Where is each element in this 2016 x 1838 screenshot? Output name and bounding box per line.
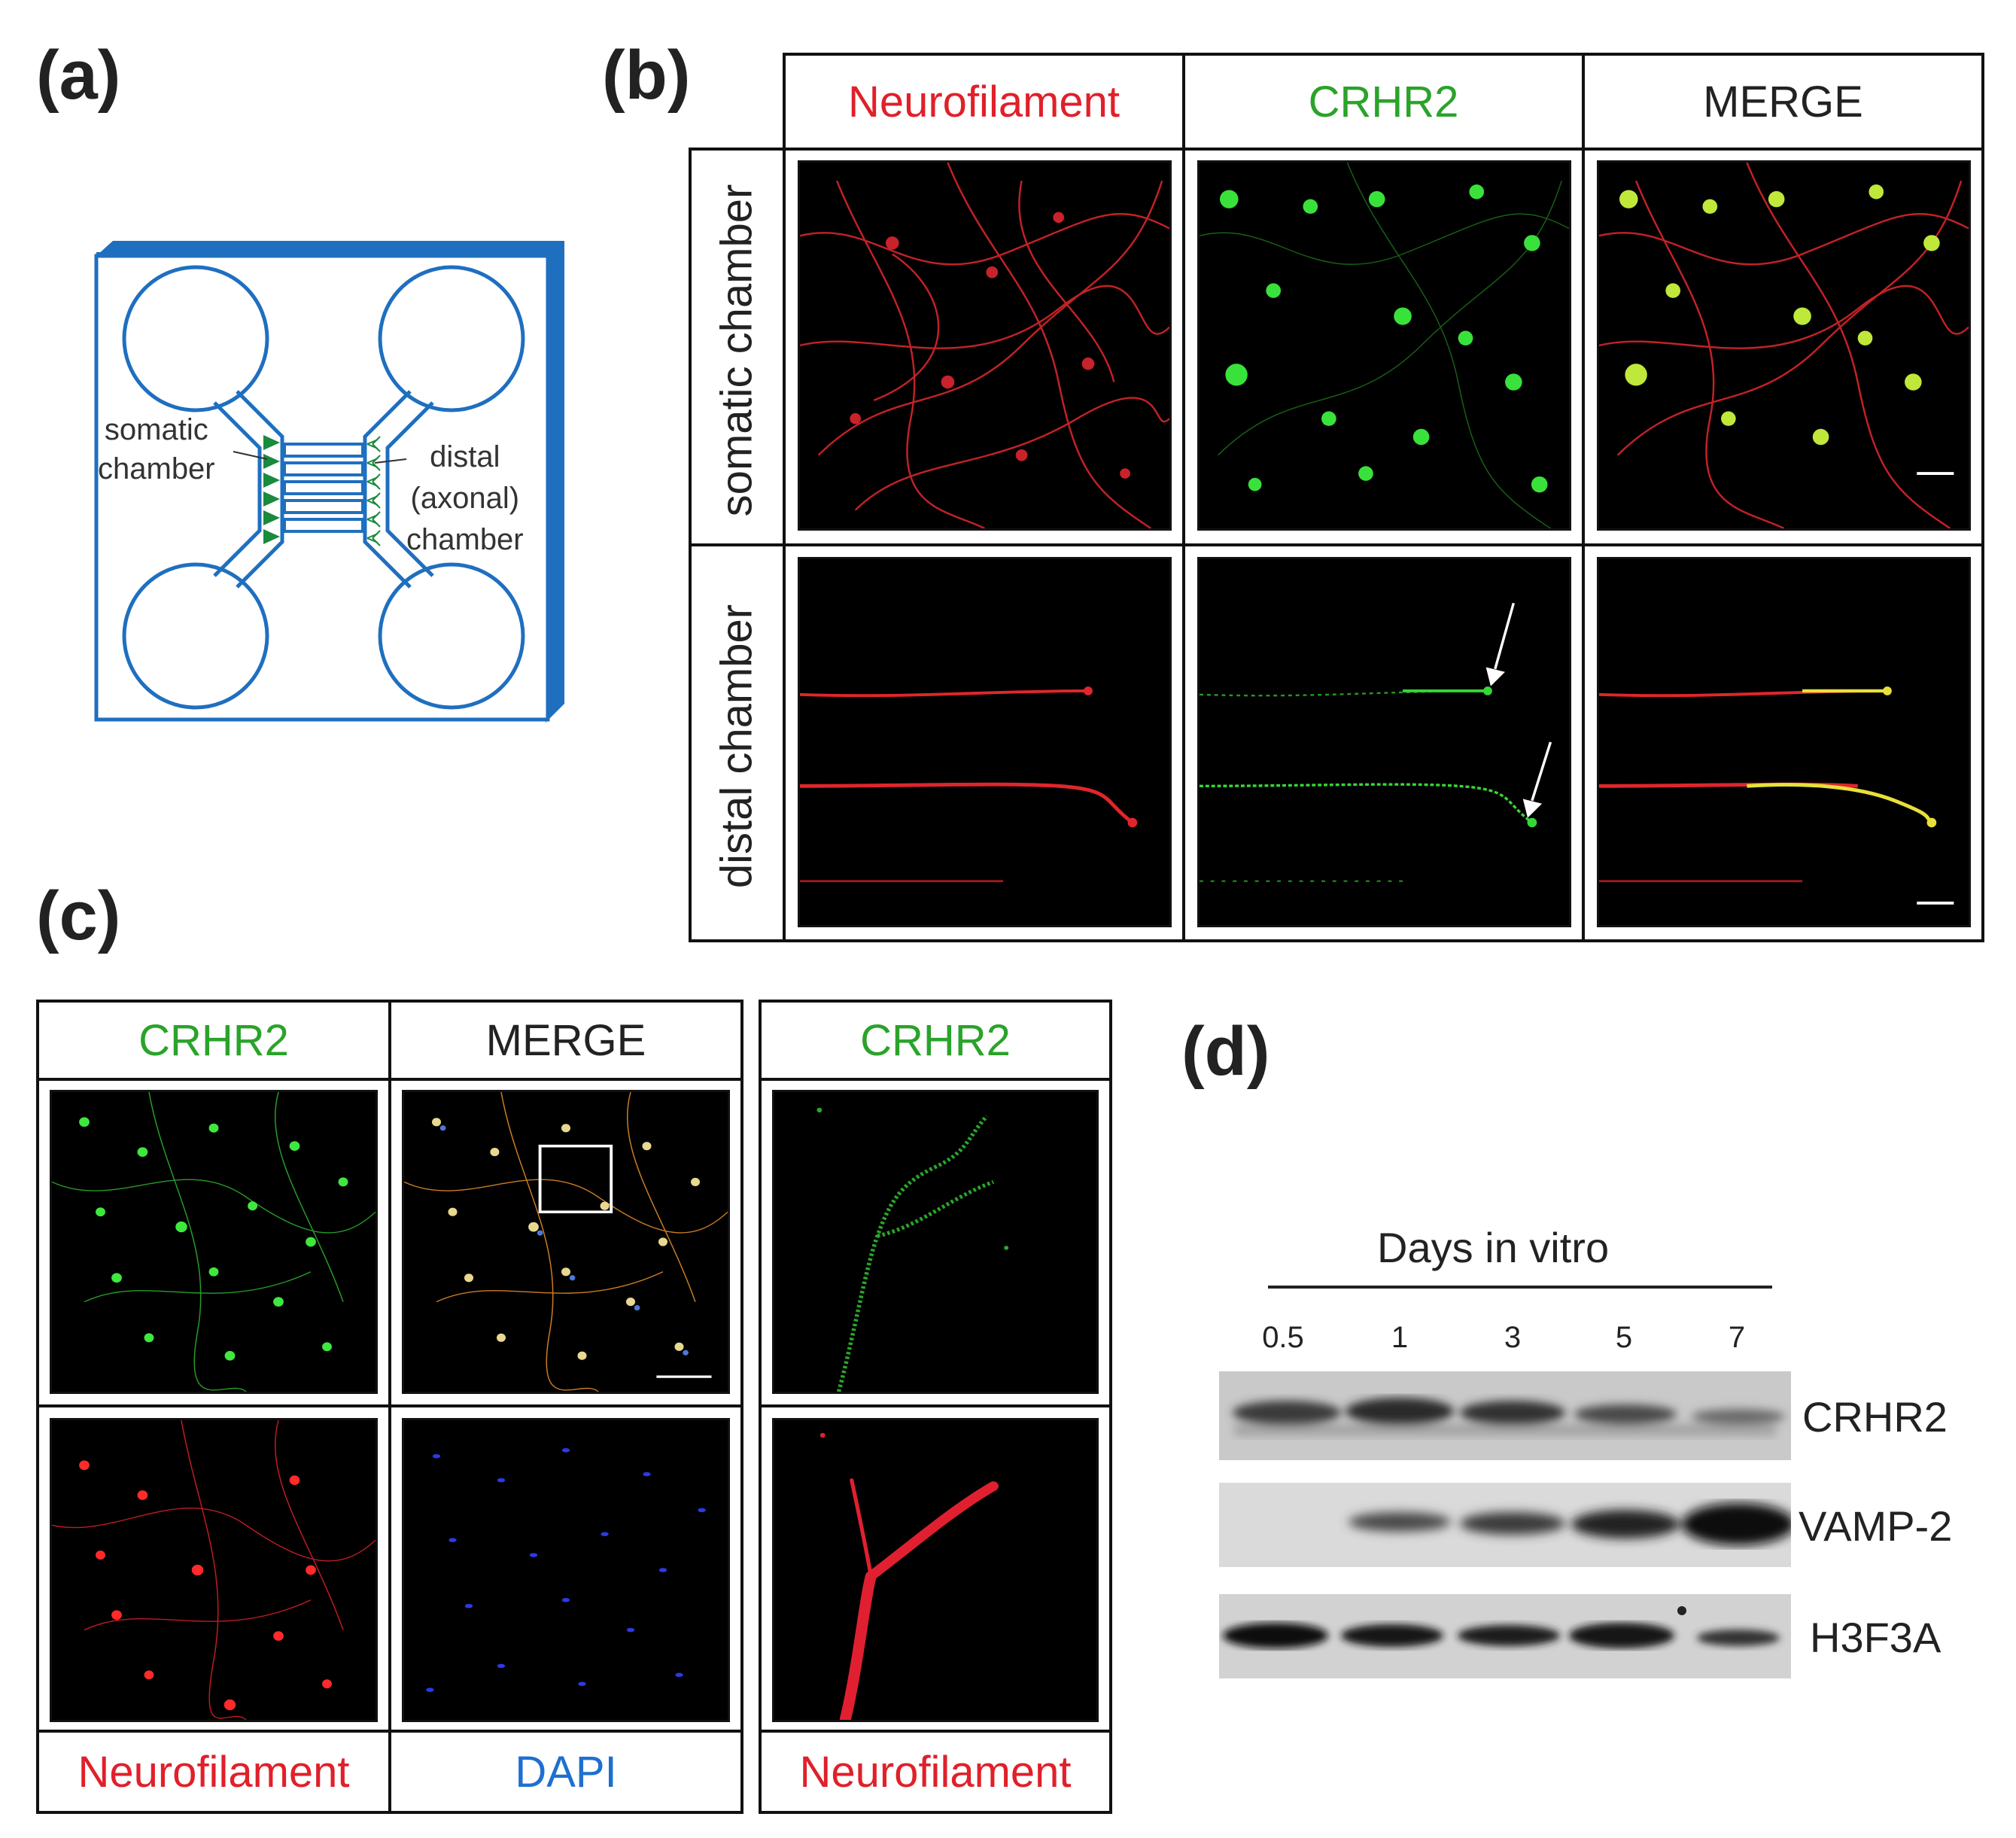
c-zoom-crhr2-image	[772, 1090, 1099, 1394]
panel-label-a: (a)	[36, 37, 121, 114]
h3f3a-blot	[1219, 1594, 1791, 1678]
blot-title: Days in vitro	[1377, 1224, 1610, 1271]
c-label-neurofilament: Neurofilament	[36, 1730, 391, 1814]
lane-label: 7	[1728, 1321, 1746, 1354]
b-divider	[783, 543, 1984, 546]
b-row-somatic: somatic chamber	[689, 148, 786, 546]
lane-label: 3	[1504, 1321, 1522, 1354]
crhr2-blot	[1219, 1371, 1791, 1460]
panel-label-b: (b)	[602, 37, 691, 114]
c-zoom-label-neurofilament: Neurofilament	[759, 1730, 1112, 1814]
c-label-dapi: DAPI	[388, 1730, 743, 1814]
c-divider	[759, 1404, 1112, 1407]
b-distal-crhr2-image	[1197, 557, 1571, 927]
b-row-label-somatic: somatic chamber	[712, 184, 762, 517]
b-somatic-neurofilament-image	[798, 160, 1172, 531]
c-header-crhr2: CRHR2	[36, 1000, 391, 1081]
lane-label: 0.5	[1262, 1321, 1304, 1354]
c-header-merge: MERGE	[388, 1000, 743, 1081]
b-distal-neurofilament-image	[798, 557, 1172, 927]
c-crhr2-image	[50, 1090, 378, 1394]
band-label-crhr2: CRHR2	[1802, 1393, 1948, 1441]
c-zoom-header-crhr2: CRHR2	[759, 1000, 1112, 1081]
somatic-chamber-label: somatic chamber	[98, 413, 215, 485]
vamp2-blot	[1219, 1483, 1791, 1567]
b-somatic-merge-image	[1597, 160, 1971, 531]
lane-label: 1	[1391, 1321, 1409, 1354]
panel-label-d: (d)	[1181, 1013, 1270, 1090]
blot-title-underline	[1268, 1286, 1772, 1289]
band-label-vamp2: VAMP-2	[1799, 1502, 1953, 1550]
panel-label-c: (c)	[36, 878, 121, 954]
c-neurofilament-image	[50, 1418, 378, 1722]
b-distal-merge-image	[1597, 557, 1971, 927]
b-header-crhr2: CRHR2	[1182, 53, 1585, 151]
microfluidic-schematic: somatic chamber distal (axonal) chamber	[75, 233, 572, 730]
c-dapi-image	[402, 1418, 730, 1722]
c-zoom-neurofilament-image	[772, 1418, 1099, 1722]
b-somatic-crhr2-image	[1197, 160, 1571, 531]
c-merge-image	[402, 1090, 730, 1394]
b-header-merge: MERGE	[1582, 53, 1984, 151]
lane-label: 5	[1615, 1321, 1633, 1354]
b-header-neurofilament: Neurofilament	[783, 53, 1185, 151]
b-row-distal: distal chamber	[689, 543, 786, 942]
band-label-h3f3a: H3F3A	[1810, 1614, 1942, 1661]
c-divider	[36, 1404, 743, 1407]
distal-chamber-label: distal (axonal) chamber	[406, 440, 524, 556]
b-row-label-distal: distal chamber	[712, 604, 762, 889]
